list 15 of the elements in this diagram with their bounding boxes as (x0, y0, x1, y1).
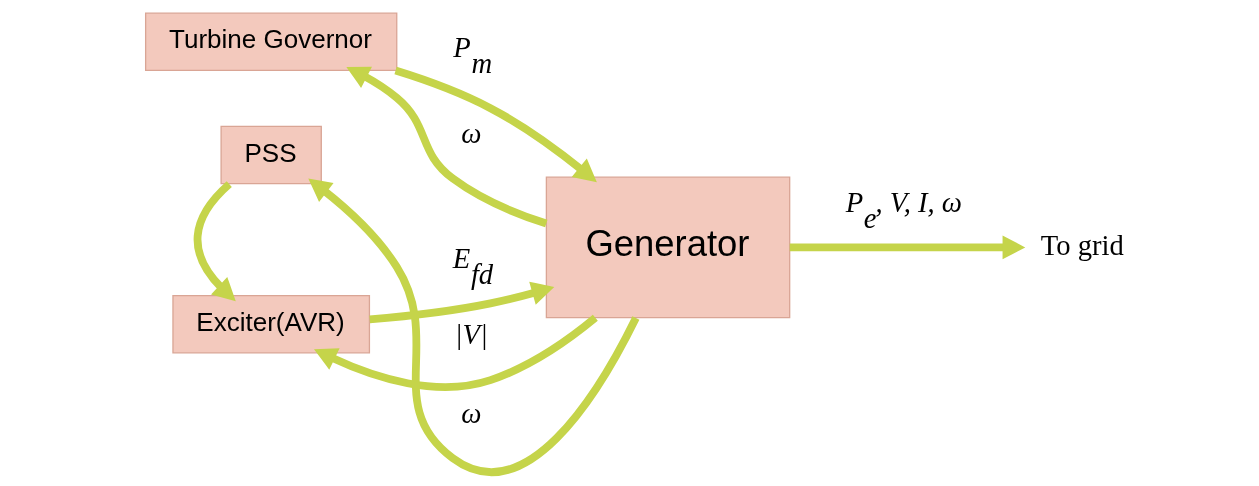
arrow (368, 281, 554, 324)
node-text: To grid (1040, 228, 1124, 261)
arrow (393, 66, 597, 183)
node-box: Exciter(AVR) (171, 294, 370, 354)
node-box: Turbine Governor (144, 12, 397, 72)
arrow (193, 181, 236, 302)
arrow (345, 66, 547, 228)
edge-label: |V| (454, 318, 488, 351)
edge-label: ω (460, 396, 481, 429)
edge-label: ω (460, 116, 481, 149)
arrow (307, 178, 639, 476)
node-box: Generator (545, 176, 790, 319)
arrow (789, 235, 1025, 260)
node-box: PSS (219, 125, 322, 185)
arrow (313, 314, 598, 391)
